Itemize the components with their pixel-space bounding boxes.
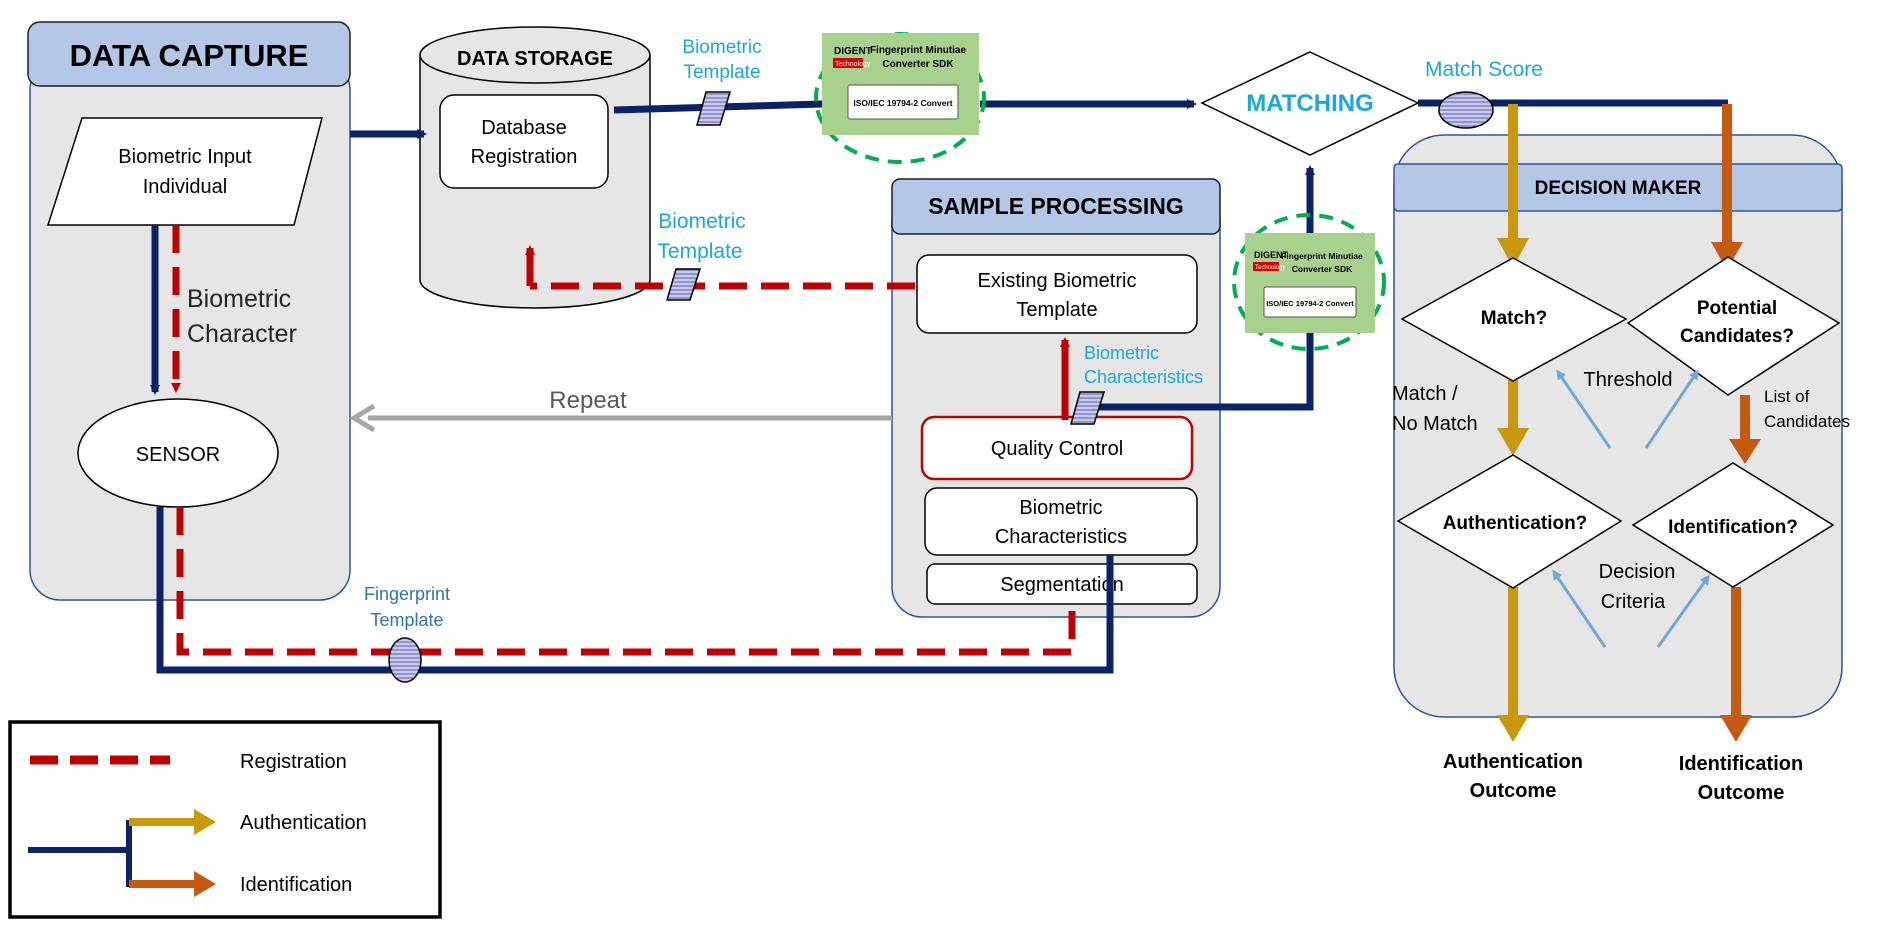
characteristics-line1: Biometric — [1019, 497, 1102, 519]
sample-processing-panel: SAMPLE PROCESSING Existing Biometric Tem… — [891, 178, 1221, 618]
auth-outcome-line2: Outcome — [1470, 780, 1557, 802]
ident-outcome-line2: Outcome — [1698, 782, 1785, 804]
biometric-character-line2: Character — [187, 320, 297, 348]
list-candidates-line1: List of — [1764, 387, 1810, 406]
sdk-standard: ISO/IEC 19794-2 Convert — [853, 98, 952, 108]
segmentation-box — [926, 563, 1198, 605]
biometric-input-parallelogram — [46, 117, 323, 226]
identification-question: Identification? — [1668, 517, 1798, 538]
data-capture-title: DATA CAPTURE — [70, 38, 309, 73]
data-capture-panel: DATA CAPTURE Biometric Input Individual … — [27, 21, 351, 601]
repeat-arrow: Repeat — [349, 387, 892, 433]
decision-auth-flow — [1497, 104, 1529, 742]
match-nomatch-line1: Match / — [1392, 383, 1458, 405]
fingerprint-template-line2: Template — [370, 610, 443, 630]
fingerprint-icon — [666, 268, 702, 301]
sdk-product-line2: Converter SDK — [882, 59, 954, 70]
characteristics-box — [924, 487, 1198, 556]
fingerprint-template-line1: Fingerprint — [364, 584, 450, 604]
decision-criteria-arrows — [1552, 369, 1710, 648]
biometric-template-mid-line1: Biometric — [658, 210, 746, 233]
segmentation-label: Segmentation — [1000, 574, 1123, 596]
sdk-brand-line2: Technology — [835, 61, 871, 68]
match-nomatch-line2: No Match — [1392, 413, 1478, 435]
data-storage-cylinder: DATA STORAGE Database Registration — [419, 26, 651, 309]
sdk2-brand-line1: DIGENT — [1254, 250, 1289, 260]
legend-registration-label: Registration — [240, 751, 347, 773]
biometric-template-top-line1: Biometric — [682, 37, 761, 58]
sample-processing-title: SAMPLE PROCESSING — [928, 193, 1184, 219]
sdk-product-line1: Fingerprint Minutiae — [870, 45, 967, 56]
match-diamond — [1400, 257, 1628, 382]
sdk2-product-line1: Fingerprint Minutiae — [1281, 251, 1363, 261]
quality-control-label: Quality Control — [991, 438, 1123, 460]
decision-ident-flow — [1711, 104, 1761, 742]
potential-line2: Candidates? — [1680, 326, 1794, 347]
list-candidates-line2: Candidates — [1764, 412, 1850, 431]
red-solid-arrows — [525, 245, 1070, 420]
fingerprint-icon — [696, 91, 732, 126]
identification-diamond — [1631, 462, 1835, 588]
quality-control-box — [920, 415, 1194, 481]
fingerprint-icon — [1070, 391, 1106, 425]
sdk2-standard: ISO/IEC 19794-2 Convert — [1266, 299, 1354, 308]
fingerprint-icon — [388, 637, 422, 683]
database-line2: Registration — [471, 146, 578, 168]
auth-outcome-line1: Authentication — [1443, 751, 1583, 773]
data-storage-title: DATA STORAGE — [457, 48, 613, 70]
sensor-label: SENSOR — [136, 444, 220, 466]
matching-diamond: MATCHING — [1200, 51, 1420, 156]
legend-authentication-label: Authentication — [240, 812, 367, 834]
sdk2-product-line2: Converter SDK — [1292, 264, 1353, 274]
sdk-badge-top: DIGENT Technology Fingerprint Minutiae C… — [814, 32, 986, 164]
characteristics-line2: Characteristics — [995, 526, 1127, 548]
criteria-line2: Criteria — [1601, 591, 1666, 613]
authentication-diamond — [1396, 454, 1623, 589]
legend: Registration Authentication Identificati… — [8, 720, 442, 919]
matching-title: MATCHING — [1246, 90, 1374, 117]
red-registration-flow — [171, 225, 1076, 656]
authentication-question: Authentication? — [1443, 513, 1588, 534]
biometric-input-line1: Biometric Input — [118, 146, 252, 168]
data-capture-header — [27, 21, 351, 87]
decision-labels: Threshold Match / No Match List of Candi… — [1392, 369, 1850, 804]
potential-candidates-diamond — [1626, 256, 1841, 396]
threshold-label: Threshold — [1584, 369, 1673, 391]
ident-outcome-line1: Identification — [1679, 753, 1803, 775]
match-score-label: Match Score — [1425, 58, 1543, 81]
existing-template-box — [916, 254, 1198, 334]
legend-identification-label: Identification — [240, 874, 352, 896]
biometric-characteristics-line1: Biometric — [1084, 343, 1159, 363]
existing-template-line1: Existing Biometric — [978, 270, 1137, 292]
biometric-template-top-line2: Template — [683, 62, 760, 83]
fingerprint-icon — [1438, 91, 1494, 129]
biometric-input-line2: Individual — [143, 176, 228, 198]
existing-template-line2: Template — [1016, 299, 1097, 321]
repeat-label: Repeat — [549, 387, 627, 414]
biometric-character-line1: Biometric — [187, 285, 291, 313]
biometric-characteristics-line2: Characteristics — [1084, 367, 1203, 387]
sdk-badge-lower: DIGENT Technology Fingerprint Minutiae C… — [1232, 213, 1386, 351]
sdk-brand-line1: DIGENT — [834, 46, 872, 57]
potential-line1: Potential — [1697, 298, 1777, 319]
criteria-line1: Decision — [1599, 561, 1676, 583]
match-question: Match? — [1481, 308, 1548, 329]
biometric-template-mid-line2: Template — [657, 240, 742, 263]
database-line1: Database — [481, 117, 567, 139]
decision-diamonds: Match? Potential Candidates? Authenticat… — [1396, 256, 1841, 589]
database-registration-box — [439, 94, 609, 189]
decision-maker-title: DECISION MAKER — [1535, 178, 1702, 199]
sample-processing-header — [891, 178, 1221, 235]
flow-labels: Biometric Template Biometric Template Ma… — [364, 37, 1543, 630]
sdk2-brand-line2: Technology — [1255, 265, 1285, 271]
